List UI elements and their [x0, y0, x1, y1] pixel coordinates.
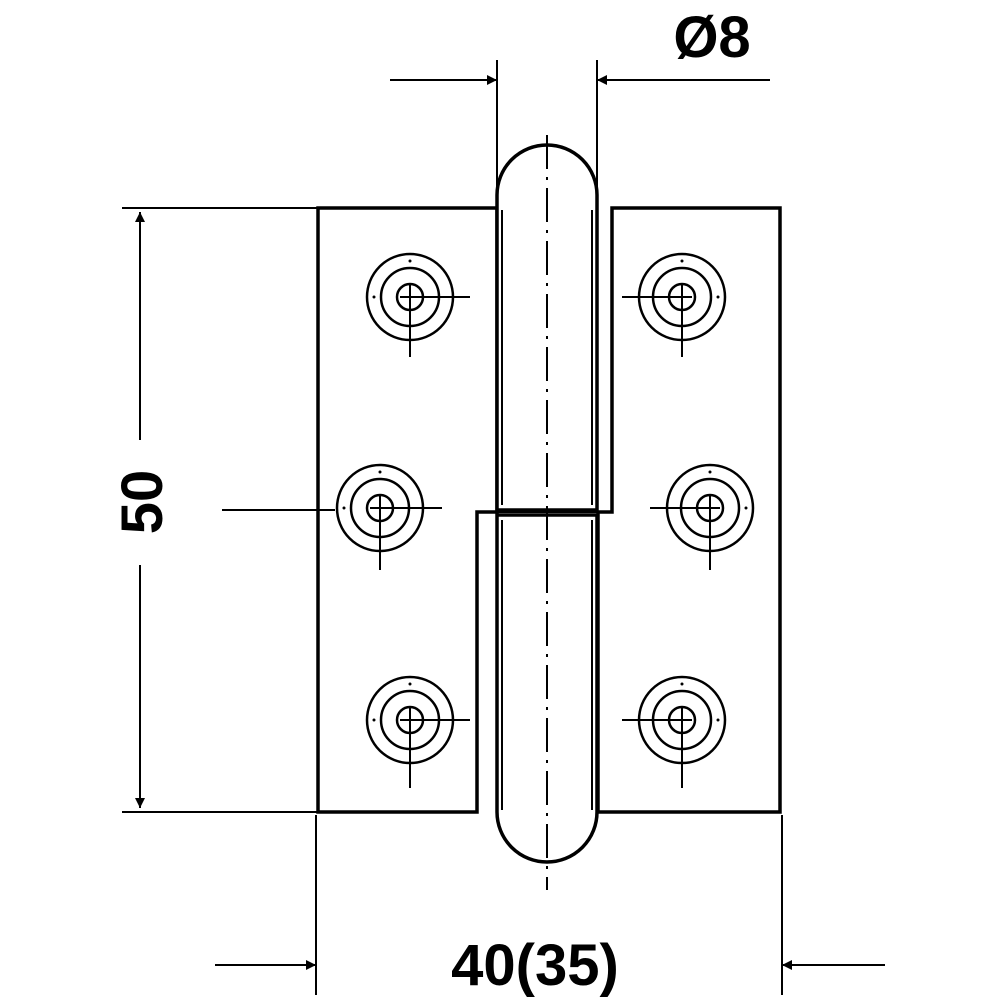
left-leaf: [316, 206, 499, 814]
width-label: 40(35): [451, 933, 619, 998]
width-dimension: [215, 815, 885, 995]
pin-diameter-label: Ø8: [673, 5, 750, 70]
screw-hole-middle-left: [335, 463, 442, 570]
screw-hole-top-right: [622, 252, 727, 357]
screw-hole-top-left: [365, 252, 470, 357]
height-label: 50: [110, 470, 175, 535]
screw-hole-middle-right: [650, 463, 755, 570]
screw-hole-bottom-left: [365, 675, 470, 788]
screw-hole-bottom-right: [622, 675, 727, 788]
height-dimension: [122, 207, 345, 813]
pin-diameter-dimension: [390, 60, 770, 190]
